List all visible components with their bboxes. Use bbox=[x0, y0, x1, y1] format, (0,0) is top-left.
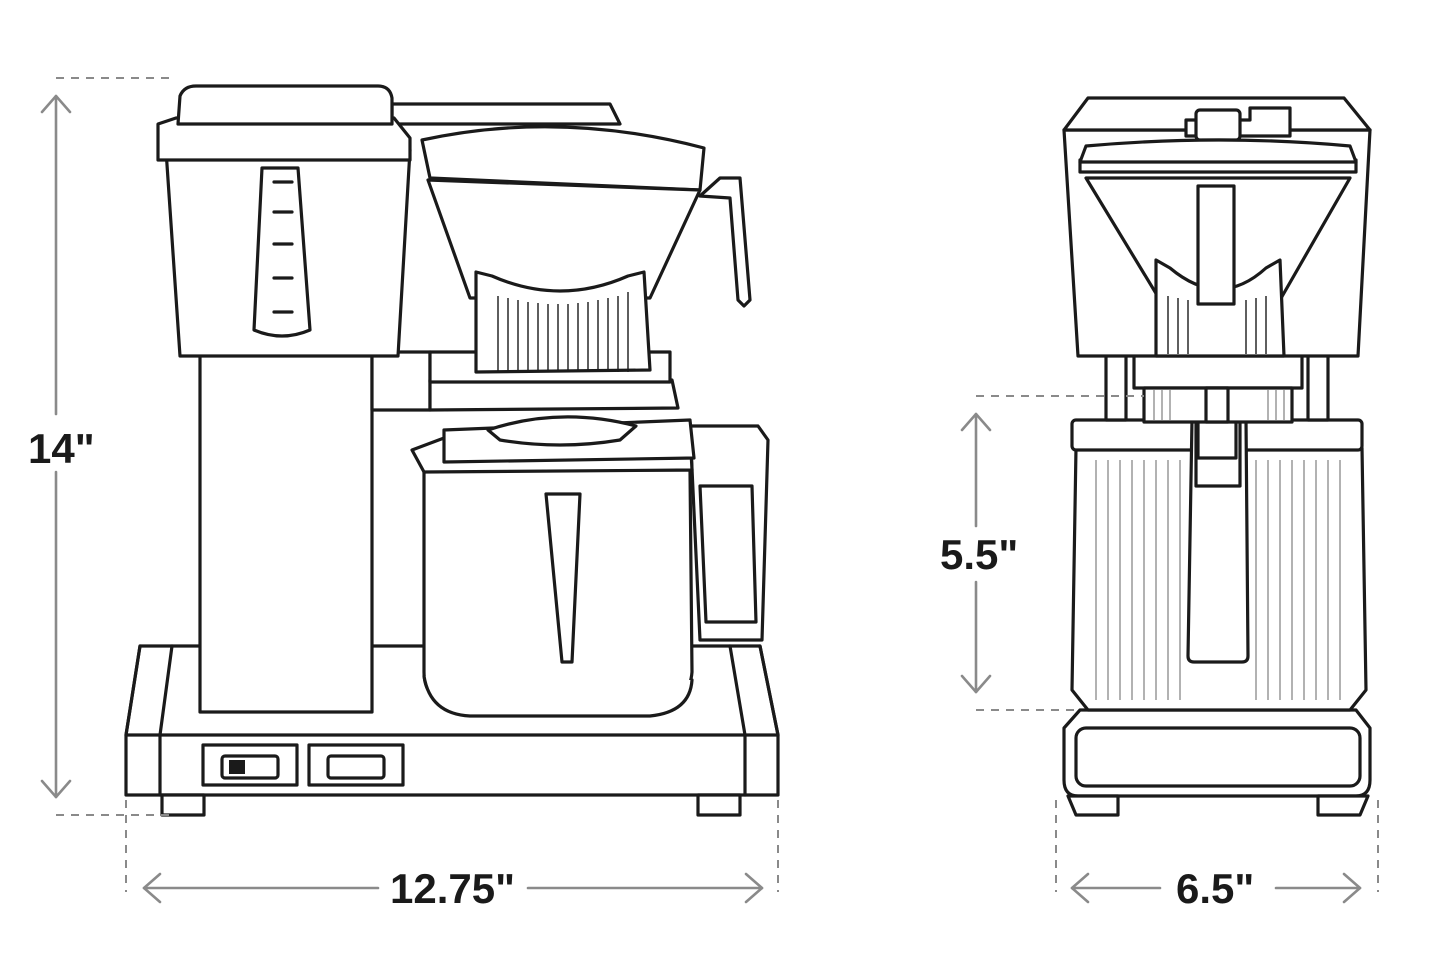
brew-arm bbox=[370, 350, 432, 412]
carafe bbox=[410, 415, 770, 718]
water-tank bbox=[156, 84, 412, 358]
depth-dimension bbox=[1055, 800, 1379, 904]
side-carafe bbox=[1070, 418, 1368, 712]
front-view-coffee-maker bbox=[124, 84, 780, 817]
width-label: 12.75" bbox=[390, 865, 516, 912]
water-column bbox=[198, 350, 374, 714]
height-label: 14" bbox=[28, 425, 95, 472]
side-carafe-ribs bbox=[1095, 460, 1341, 700]
width-dimension bbox=[125, 800, 779, 904]
side-view-coffee-maker bbox=[1062, 96, 1372, 817]
carafe-height-label: 5.5" bbox=[940, 531, 1019, 578]
carafe-height-dimension bbox=[960, 395, 1144, 711]
power-switch bbox=[201, 743, 299, 787]
side-top-housing bbox=[1062, 96, 1372, 358]
height-dimension bbox=[40, 77, 176, 816]
hotplate-switch bbox=[307, 743, 405, 787]
water-level-marks bbox=[272, 180, 294, 314]
side-base bbox=[1062, 708, 1372, 817]
depth-label: 6.5" bbox=[1176, 865, 1255, 912]
brew-basket bbox=[390, 102, 752, 374]
side-support bbox=[1104, 352, 1330, 424]
basket-ribs bbox=[497, 292, 629, 372]
